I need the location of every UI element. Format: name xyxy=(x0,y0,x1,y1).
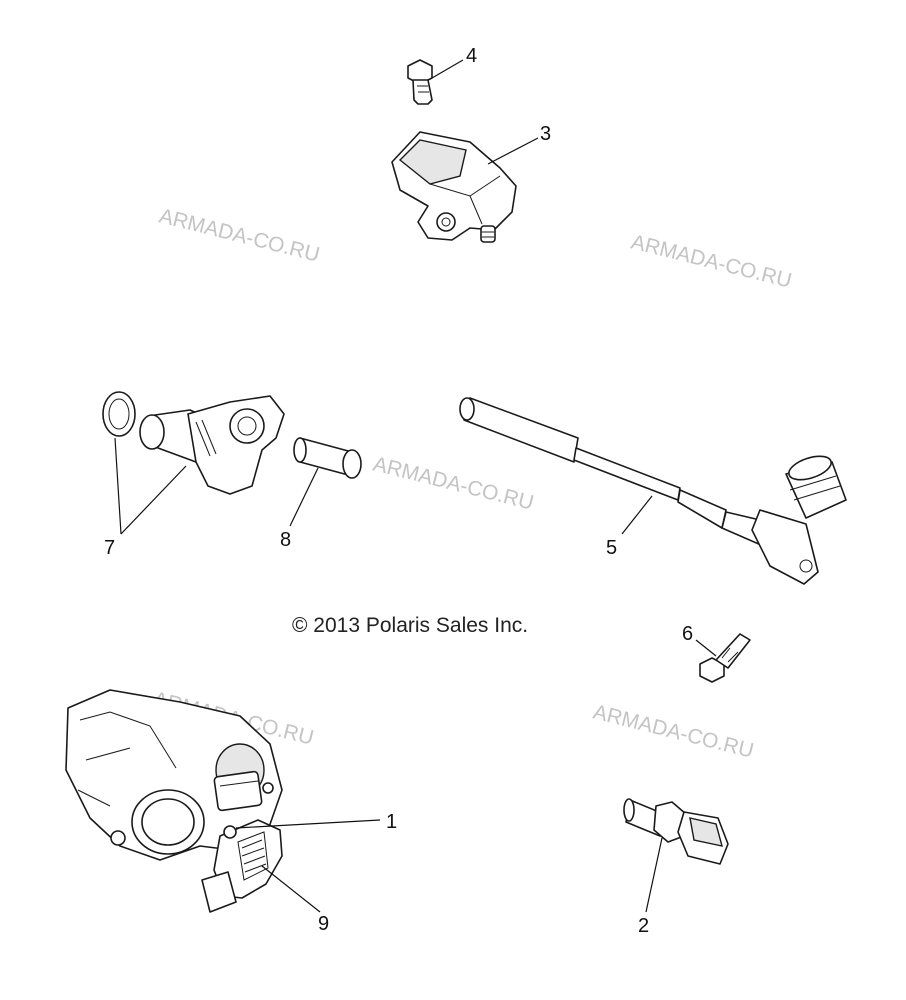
callout-5: 5 xyxy=(606,537,617,559)
callout-labels: 4 3 7 8 5 6 1 9 2 xyxy=(104,45,693,937)
leader-8 xyxy=(289,467,319,527)
part-3-map-sensor xyxy=(391,131,517,243)
watermark-2: ARMADA-CO.RU xyxy=(629,231,794,293)
leader-5 xyxy=(621,495,653,535)
callout-7: 7 xyxy=(104,537,115,559)
callout-3: 3 xyxy=(540,123,551,145)
watermark-3: ARMADA-CO.RU xyxy=(371,453,536,515)
callout-8: 8 xyxy=(280,529,291,551)
part-2-temp-sensor xyxy=(623,798,729,865)
leader-9 xyxy=(261,865,321,913)
callout-9: 9 xyxy=(318,913,329,935)
callout-4: 4 xyxy=(466,45,477,67)
leader-6 xyxy=(695,639,717,657)
leader-3 xyxy=(487,137,539,165)
part-9-tps-sensor xyxy=(201,819,283,913)
callout-2: 2 xyxy=(638,915,649,937)
leader-1 xyxy=(235,819,381,829)
watermark-5: ARMADA-CO.RU xyxy=(591,701,756,763)
callout-1: 1 xyxy=(386,811,397,833)
part-7-cam-sensor xyxy=(102,391,285,495)
watermark-1: ARMADA-CO.RU xyxy=(157,205,322,267)
part-6-bolt xyxy=(699,633,751,683)
callout-6: 6 xyxy=(682,623,693,645)
leader-lines xyxy=(114,59,717,913)
leader-2 xyxy=(645,837,663,913)
leader-7b xyxy=(120,465,187,535)
leader-4 xyxy=(431,59,464,79)
part-4-bolt xyxy=(407,59,433,105)
part-8-sleeve xyxy=(293,437,362,479)
part-1-throttle-body xyxy=(65,689,283,861)
copyright-notice: © 2013 Polaris Sales Inc. xyxy=(292,614,529,637)
leader-7a xyxy=(114,437,122,535)
part-5-crank-sensor xyxy=(459,397,847,585)
